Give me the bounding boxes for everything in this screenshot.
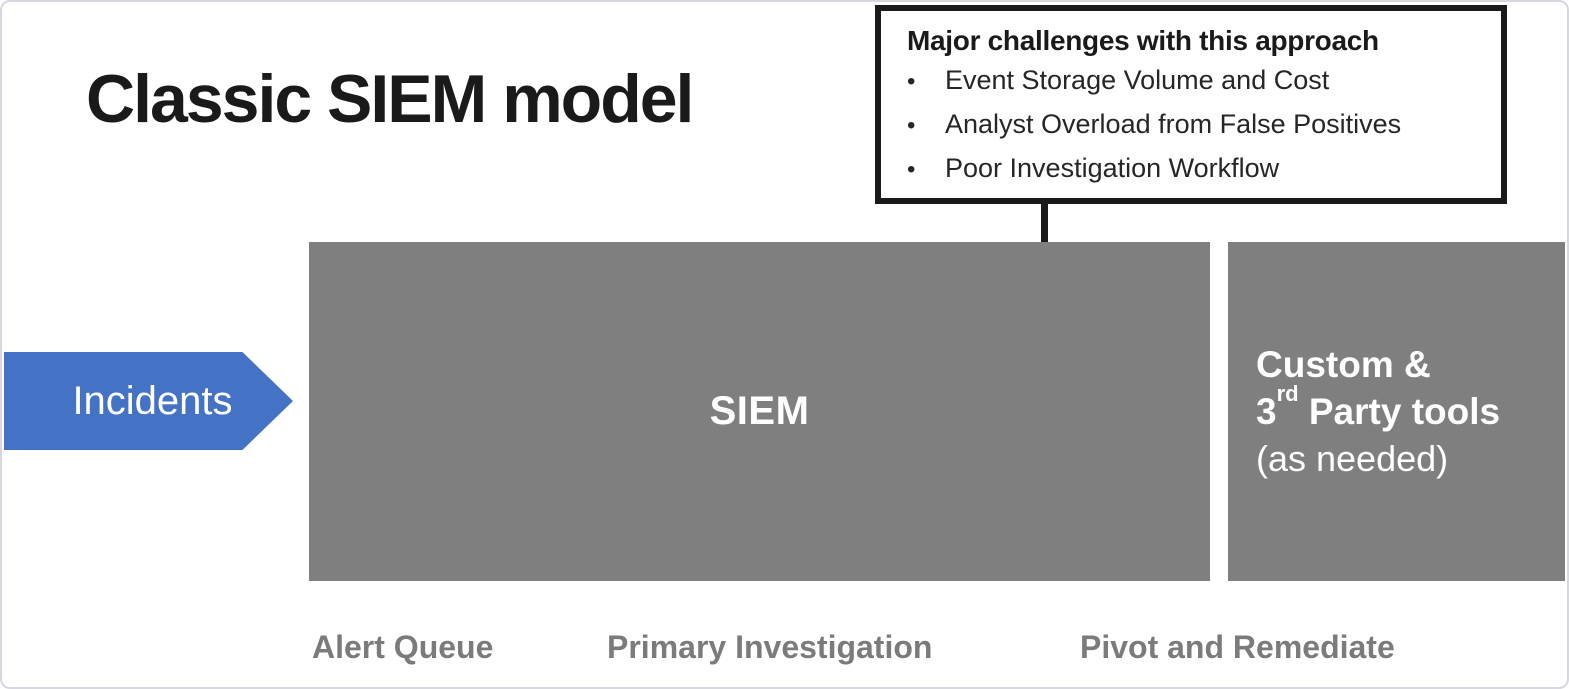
incidents-arrow-shape: Incidents <box>4 352 293 450</box>
challenge-item-text: Poor Investigation Workflow <box>945 153 1280 183</box>
custom-tools-line3: (as needed) <box>1256 438 1449 479</box>
incidents-arrow-label: Incidents <box>72 378 233 423</box>
challenge-item: • Poor Investigation Workflow <box>907 153 1491 197</box>
custom-tools-line2: 3rd Party tools <box>1256 382 1565 435</box>
challenges-callout-title: Major challenges with this approach <box>907 25 1379 56</box>
siem-box: SIEM <box>309 242 1210 581</box>
stage-label-alert-queue: Alert Queue <box>312 629 494 665</box>
custom-tools-line2-rest: Party tools <box>1298 391 1501 432</box>
custom-tools-box: Custom & 3rd Party tools (as needed) <box>1228 242 1565 581</box>
siem-box-label: SIEM <box>709 389 810 433</box>
custom-tools-ordinal-suffix: rd <box>1276 380 1299 406</box>
callout-connector-line <box>1041 201 1048 263</box>
challenge-item-text: Analyst Overload from False Positives <box>945 109 1402 139</box>
custom-tools-line1: Custom & <box>1256 344 1431 385</box>
bullet-icon: • <box>907 112 916 139</box>
bullet-icon: • <box>907 68 916 95</box>
page-title: Classic SIEM model <box>86 61 694 137</box>
stage-label-primary-investigation: Primary Investigation <box>607 629 933 665</box>
stage-label-pivot-and-remediate: Pivot and Remediate <box>1080 629 1395 665</box>
challenge-item-text: Event Storage Volume and Cost <box>945 65 1330 95</box>
challenges-callout: Major challenges with this approach • Ev… <box>875 5 1507 204</box>
custom-tools-line2-prefix: 3 <box>1256 391 1277 432</box>
challenge-item: • Event Storage Volume and Cost <box>907 65 1491 109</box>
bullet-icon: • <box>907 156 916 183</box>
challenge-item: • Analyst Overload from False Positives <box>907 109 1491 153</box>
